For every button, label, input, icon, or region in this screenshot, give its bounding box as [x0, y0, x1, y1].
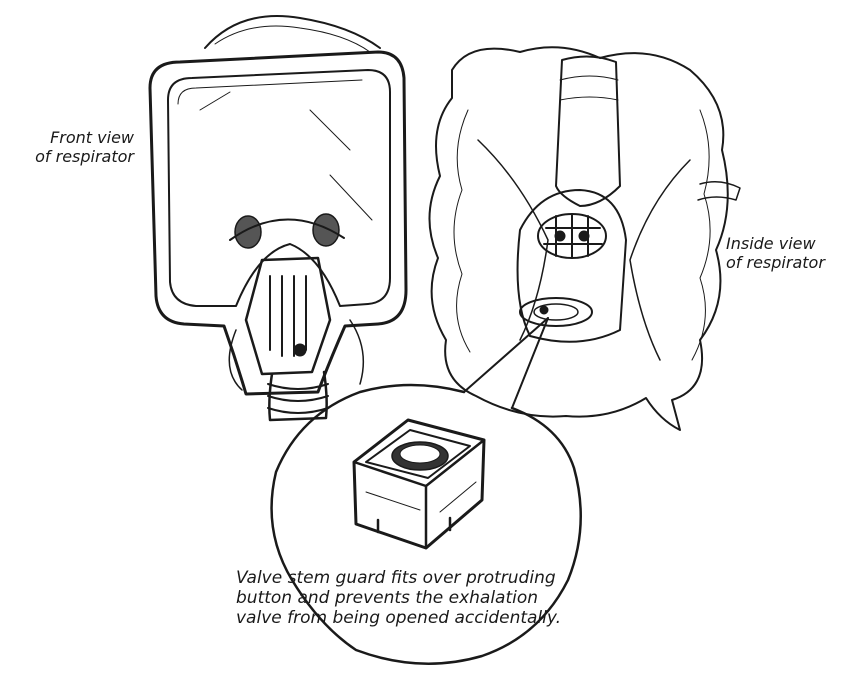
front-view-label-line-1: Front view: [14, 128, 134, 147]
front-view-label: Front view of respirator: [14, 128, 134, 166]
caption-line-1: Valve stem guard fits over protruding: [236, 568, 616, 588]
callout-caption: Valve stem guard fits over protruding bu…: [236, 568, 616, 628]
caption-line-2: button and prevents the exhalation: [236, 588, 616, 608]
inside-view-label-line-1: Inside view: [726, 234, 844, 253]
front-view-label-line-2: of respirator: [14, 147, 134, 166]
inside-view-label: Inside view of respirator: [726, 234, 844, 272]
valve-stem-guard-icon: [354, 420, 484, 548]
inside-view-label-line-2: of respirator: [726, 253, 844, 272]
respirator-inside-illustration: [429, 47, 740, 430]
caption-line-3: valve from being opened accidentally.: [236, 608, 616, 628]
respirator-front-illustration: [150, 16, 406, 420]
